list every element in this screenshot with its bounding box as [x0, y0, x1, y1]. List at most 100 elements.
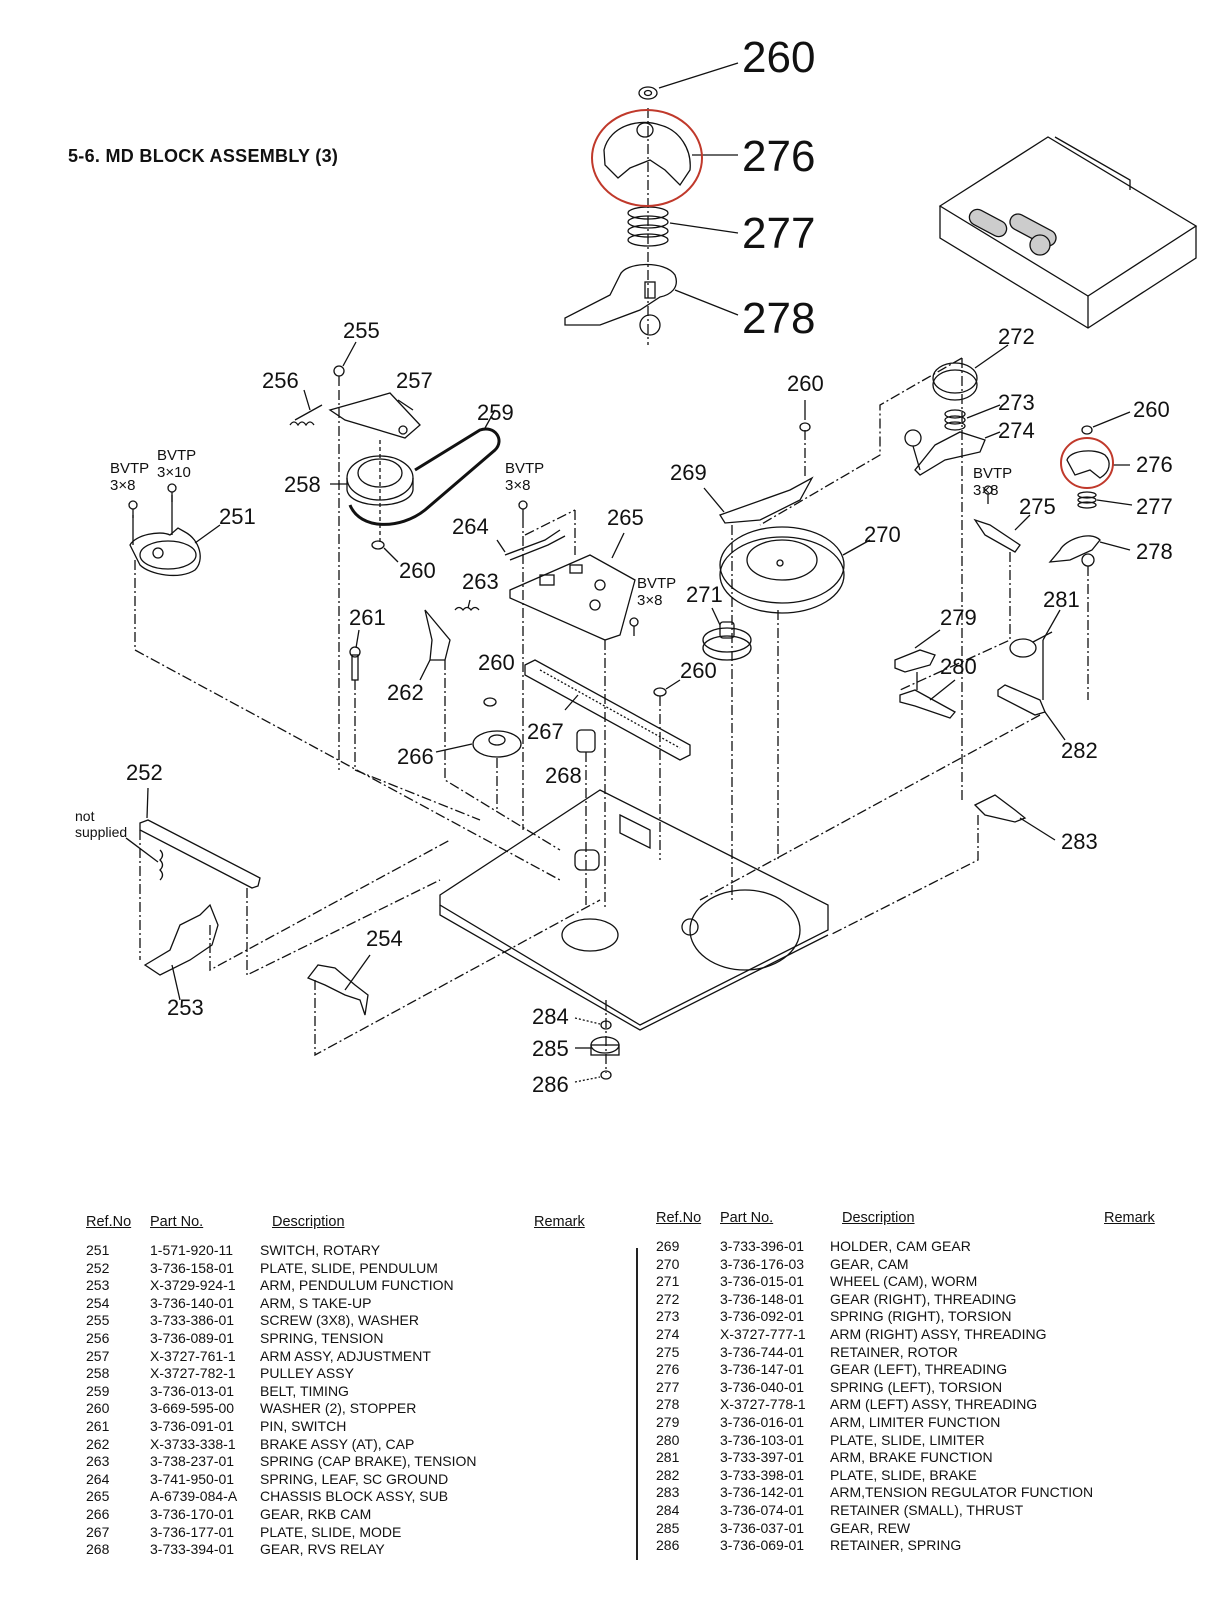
section-title: 5-6. MD BLOCK ASSEMBLY (3)	[68, 146, 339, 166]
cell-ref: 277	[656, 1378, 680, 1395]
label-260-a: 260	[399, 558, 436, 583]
label-255: 255	[343, 318, 380, 343]
label-260-d: 260	[680, 658, 717, 683]
cell-part-no: 3-736-158-01	[150, 1259, 235, 1276]
table-row: 255 3-733-386-01 SCREW (3X8), WASHER	[86, 1312, 594, 1330]
cell-remark	[534, 1471, 594, 1489]
cell-remark	[1104, 1273, 1164, 1291]
label-263: 263	[462, 569, 499, 594]
part-264-spring-leaf	[496, 518, 566, 830]
cell-description: ARM,TENSION REGULATOR FUNCTION	[830, 1484, 1094, 1501]
cell-description: WHEEL (CAM), WORM	[830, 1273, 978, 1290]
cell-part-no: X-3733-338-1	[150, 1435, 236, 1452]
cell-description: PLATE, SLIDE, PENDULUM	[260, 1259, 438, 1276]
label-286: 286	[532, 1072, 569, 1097]
table-header-row: Ref.No Part No. Description Remark	[656, 1210, 1164, 1238]
cell-description: SPRING, TENSION	[260, 1329, 384, 1346]
cell-description: SCREW (3X8), WASHER	[260, 1312, 419, 1329]
label-272: 272	[998, 324, 1035, 349]
cell-ref: 274	[656, 1325, 680, 1342]
screw-type: BVTP	[157, 447, 197, 464]
label-267: 267	[527, 719, 564, 744]
cell-ref: 255	[86, 1312, 110, 1329]
cell-ref: 285	[656, 1519, 680, 1536]
screw-callout-4: BVTP 3×8	[637, 575, 676, 610]
part-281-arm-brake	[1009, 609, 1061, 700]
label-284: 284	[532, 1004, 569, 1029]
part-252-plate-slide-pendulum	[125, 787, 441, 977]
cell-description: RETAINER (SMALL), THRUST	[830, 1501, 1024, 1518]
highlight-circle-large	[591, 109, 703, 207]
screw-callout-1: BVTP 3×8	[110, 460, 149, 495]
cell-part-no: 3-736-170-01	[150, 1505, 235, 1522]
cell-ref: 266	[86, 1505, 110, 1522]
screws	[128, 365, 993, 636]
cell-description: PLATE, SLIDE, LIMITER	[830, 1431, 985, 1448]
label-256: 256	[262, 368, 299, 393]
cell-part-no: 3-736-091-01	[150, 1417, 235, 1434]
cell-part-no: 3-736-089-01	[150, 1329, 235, 1346]
cell-remark	[1104, 1467, 1164, 1485]
cell-ref: 263	[86, 1453, 110, 1470]
inset-gear-276	[603, 121, 691, 187]
part-279-arm-limiter	[894, 629, 941, 690]
cell-remark	[534, 1400, 594, 1418]
cell-description: SPRING (RIGHT), TORSION	[830, 1308, 1012, 1325]
label-273: 273	[998, 390, 1035, 415]
cell-remark	[534, 1348, 594, 1366]
label-264: 264	[452, 514, 489, 539]
cell-remark	[1104, 1484, 1164, 1502]
cell-description: RETAINER, ROTOR	[830, 1343, 958, 1360]
part-283-arm-tension-regulator	[829, 794, 1056, 936]
cell-part-no: 3-733-386-01	[150, 1312, 235, 1329]
cell-ref: 270	[656, 1255, 680, 1272]
cell-ref: 262	[86, 1435, 110, 1452]
cell-ref: 268	[86, 1541, 110, 1558]
cell-remark	[534, 1453, 594, 1471]
label-253: 253	[167, 995, 204, 1020]
part-280-plate-slide-limiter	[899, 679, 957, 719]
cell-remark	[534, 1383, 594, 1401]
header-ref: Ref.No	[86, 1214, 132, 1230]
cell-part-no: 3-736-074-01	[720, 1501, 805, 1518]
cell-ref: 259	[86, 1382, 110, 1399]
header-desc: Description	[842, 1210, 915, 1226]
cell-remark	[1104, 1344, 1164, 1362]
cell-ref: 276	[656, 1361, 680, 1378]
cell-description: PLATE, SLIDE, MODE	[260, 1523, 402, 1540]
cell-ref: 273	[656, 1308, 680, 1325]
cell-remark	[1104, 1414, 1164, 1432]
cell-remark	[534, 1541, 594, 1559]
cell-ref: 265	[86, 1488, 110, 1505]
cell-part-no: 3-733-394-01	[150, 1541, 235, 1558]
inset-spring-277	[627, 206, 669, 247]
screw-size: 3×8	[973, 482, 999, 500]
cell-description: GEAR, REW	[830, 1519, 911, 1536]
cell-description: GEAR, CAM	[830, 1255, 909, 1272]
cell-ref: 258	[86, 1365, 110, 1382]
cell-part-no: A-6739-084-A	[150, 1488, 238, 1505]
label-271: 271	[686, 582, 723, 607]
cell-remark	[534, 1418, 594, 1436]
inset-label-260: 260	[742, 33, 816, 82]
part-254-arm-s-takeup	[306, 899, 601, 1057]
cell-remark	[534, 1312, 594, 1330]
